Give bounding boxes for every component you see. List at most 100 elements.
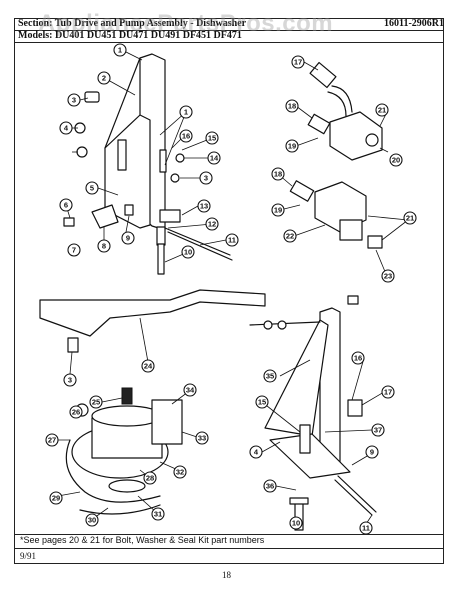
callout-13: 13 — [197, 199, 211, 213]
callout-18b: 18 — [271, 167, 285, 181]
page-number: 18 — [222, 570, 231, 580]
callout-label: 15 — [258, 398, 266, 407]
callout-label: 18 — [274, 170, 282, 179]
footer-divider — [14, 534, 444, 535]
bracket-assembly — [63, 53, 233, 275]
callout-label: 3 — [204, 174, 208, 183]
callout-label: 12 — [208, 220, 216, 229]
callout-label: 34 — [186, 386, 195, 395]
callout-label: 10 — [292, 519, 300, 528]
callout-label: 14 — [210, 154, 219, 163]
callout-1b: 1 — [179, 105, 193, 119]
callout-35: 35 — [263, 369, 277, 383]
callout-label: 3 — [68, 376, 72, 385]
callout-label: 8 — [102, 242, 106, 251]
callout-label: 9 — [126, 234, 130, 243]
callout-label: 21 — [406, 214, 414, 223]
motor-assembly — [65, 387, 183, 515]
callout-32: 32 — [173, 465, 187, 479]
models-row: Models: DU401 DU451 DU471 DU491 DF451 DF… — [18, 30, 242, 41]
callout-label: 36 — [266, 482, 274, 491]
models-label: Models: — [18, 30, 53, 41]
callout-label: 4 — [254, 448, 259, 457]
callout-18a: 18 — [285, 99, 299, 113]
callout-6: 6 — [59, 198, 73, 212]
callout-label: 16 — [182, 132, 190, 141]
callout-4b: 4 — [249, 445, 263, 459]
models-divider — [14, 42, 444, 43]
callout-label: 11 — [362, 524, 370, 533]
pump-valve-assembly — [289, 61, 383, 249]
callout-12: 12 — [205, 217, 219, 231]
footer-divider-2 — [14, 548, 444, 549]
callout-8: 8 — [97, 239, 111, 253]
long-bracket — [39, 289, 266, 353]
callout-34: 34 — [183, 383, 197, 397]
callout-label: 30 — [88, 516, 96, 525]
callout-label: 6 — [64, 201, 68, 210]
callout-label: 21 — [378, 106, 386, 115]
callout-22: 22 — [283, 229, 297, 243]
callout-4a: 4 — [59, 121, 73, 135]
callout-11a: 11 — [225, 233, 239, 247]
callout-21a: 21 — [375, 103, 389, 117]
callout-label: 9 — [370, 448, 374, 457]
callout-28: 28 — [143, 471, 157, 485]
callout-label: 37 — [374, 426, 382, 435]
footnote: *See pages 20 & 21 for Bolt, Washer & Se… — [20, 535, 265, 545]
callout-9a: 9 — [121, 231, 135, 245]
callout-label: 20 — [392, 156, 400, 165]
callout-16a: 16 — [179, 129, 193, 143]
part-number: 16011-2906R1 — [384, 18, 444, 29]
callout-10a: 10 — [181, 245, 195, 259]
callout-31: 31 — [151, 507, 165, 521]
callout-37: 37 — [371, 423, 385, 437]
callout-label: 22 — [286, 232, 294, 241]
callout-7: 7 — [67, 243, 81, 257]
callout-30: 30 — [85, 513, 99, 527]
callout-11b: 11 — [359, 521, 373, 535]
callout-label: 4 — [64, 124, 69, 133]
callout-label: 16 — [354, 354, 362, 363]
models-list: DU401 DU451 DU471 DU491 DF451 DF471 — [54, 30, 242, 41]
watermark: AppliancePartsPros.com — [38, 10, 334, 37]
callout-3c: 3 — [63, 373, 77, 387]
callout-15b: 15 — [255, 395, 269, 409]
callout-label: 23 — [384, 272, 392, 281]
callout-label: 7 — [72, 246, 76, 255]
callout-label: 32 — [176, 468, 184, 477]
callout-label: 31 — [154, 510, 162, 519]
callout-17a: 17 — [291, 55, 305, 69]
callout-label: 18 — [288, 102, 296, 111]
callout-19b: 19 — [271, 203, 285, 217]
callout-label: 25 — [92, 398, 100, 407]
callout-19a: 19 — [285, 139, 299, 153]
callout-17b: 17 — [381, 385, 395, 399]
header-divider — [14, 30, 444, 31]
callout-3a: 3 — [67, 93, 81, 107]
callout-label: 19 — [274, 206, 282, 215]
callout-label: 29 — [52, 494, 60, 503]
callout-2: 2 — [97, 71, 111, 85]
callout-26: 26 — [69, 405, 83, 419]
callout-27: 27 — [45, 433, 59, 447]
revision-date: 9/91 — [20, 551, 37, 561]
callout-10b: 10 — [289, 516, 303, 530]
callout-33: 33 — [195, 431, 209, 445]
callout-16b: 16 — [351, 351, 365, 365]
callout-23: 23 — [381, 269, 395, 283]
callout-label: 17 — [294, 58, 302, 67]
lower-bracket-assembly — [249, 295, 377, 531]
callout-label: 27 — [48, 436, 56, 445]
callout-36: 36 — [263, 479, 277, 493]
callout-15a: 15 — [205, 131, 219, 145]
section-header: Section: Tub Drive and Pump Assembly - D… — [18, 18, 444, 29]
callout-1a: 1 — [113, 43, 127, 57]
callout-25: 25 — [89, 395, 103, 409]
callout-24: 24 — [141, 359, 155, 373]
callout-label: 26 — [72, 408, 80, 417]
section-title: Section: Tub Drive and Pump Assembly - D… — [18, 18, 247, 29]
callout-20: 20 — [389, 153, 403, 167]
callout-label: 35 — [266, 372, 274, 381]
callout-14: 14 — [207, 151, 221, 165]
